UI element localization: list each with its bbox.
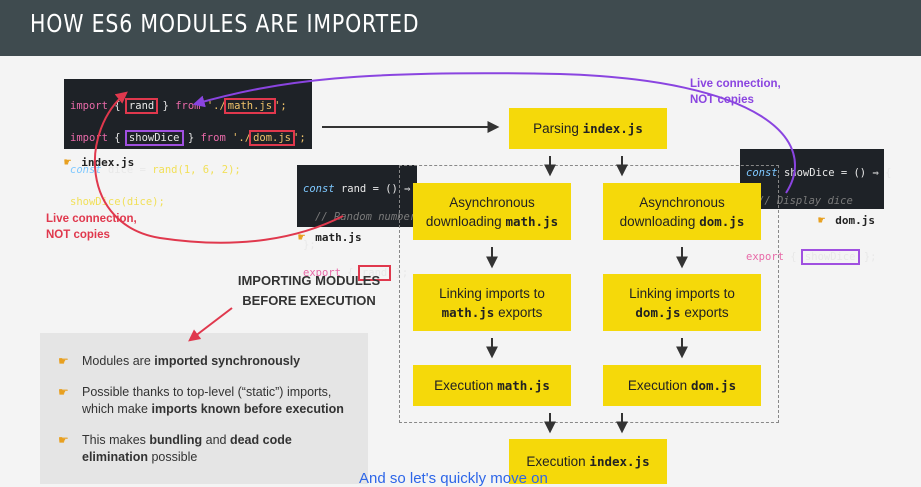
- live-connection-red-arrow: [93, 91, 344, 244]
- export-showdice: showDice: [800, 249, 860, 265]
- code-line: showDice(dice);: [70, 196, 165, 208]
- bullet-item: ☛ Modules are imported synchronously: [58, 354, 301, 368]
- dom-code-block: const showDice = () ⇒ { // Display dice …: [740, 149, 892, 265]
- export-rand: rand: [357, 265, 392, 281]
- code-line: const rand = () ⇒ {: [303, 183, 424, 195]
- import-dom-path: dom.js: [249, 130, 296, 146]
- math-file-label: ☛math.js: [298, 230, 362, 244]
- index-code-block: import { rand } from './math.js'; import…: [64, 79, 312, 208]
- pointing-hand-icon: ☛: [58, 433, 69, 447]
- code-line: const showDice = () ⇒ {: [746, 167, 892, 179]
- code-comment: // Random numbers: [315, 211, 423, 223]
- code-line: const dice = rand(1, 6, 2);: [70, 164, 241, 176]
- pointing-hand-icon: ☛: [64, 155, 72, 169]
- import-showdice: showDice: [124, 130, 184, 146]
- bullet-item: ☛ This makes bundling and dead code elim…: [58, 433, 292, 464]
- pointer-arrow-red: [188, 307, 233, 342]
- importing-heading: IMPORTING MODULES BEFORE EXECUTION: [237, 273, 381, 308]
- code-line: import { showDice } from './dom.js';: [70, 130, 306, 146]
- pointing-hand-icon: ☛: [298, 230, 306, 244]
- pointing-hand-icon: ☛: [58, 385, 69, 399]
- exec-index-box: Execution index.js: [509, 439, 667, 484]
- exec-math-box: Execution math.js: [413, 365, 571, 406]
- exec-dom-box: Execution dom.js: [603, 365, 761, 406]
- live-connection-purple-arrow: [192, 72, 796, 194]
- page-title: HOW ES6 MODULES ARE IMPORTED: [30, 9, 420, 38]
- math-code-block: const rand = () ⇒ { // Random numbers };…: [297, 165, 424, 281]
- header-bar: HOW ES6 MODULES ARE IMPORTED: [0, 0, 921, 56]
- code-line: export { showDice };: [746, 249, 877, 265]
- import-math-path: math.js: [223, 98, 277, 114]
- bullet-item: ☛ Possible thanks to top-level (“static”…: [58, 385, 344, 416]
- pointing-hand-icon: ☛: [58, 354, 69, 368]
- module-loading-frame: [399, 165, 779, 423]
- dom-file-label: ☛dom.js: [818, 213, 875, 227]
- summary-panel: ☛ Modules are imported synchronously ☛ P…: [40, 333, 368, 484]
- parsing-box: Parsing index.js: [509, 108, 667, 149]
- video-subtitle: And so let's quickly move on: [359, 470, 548, 487]
- import-rand: rand: [124, 98, 159, 114]
- live-connection-note-left: Live connection, NOT copies: [46, 213, 137, 241]
- code-comment: // Display dice: [758, 195, 853, 207]
- code-line: };: [303, 239, 316, 251]
- code-line: export { rand };: [303, 265, 409, 281]
- pointing-hand-icon: ☛: [818, 213, 826, 227]
